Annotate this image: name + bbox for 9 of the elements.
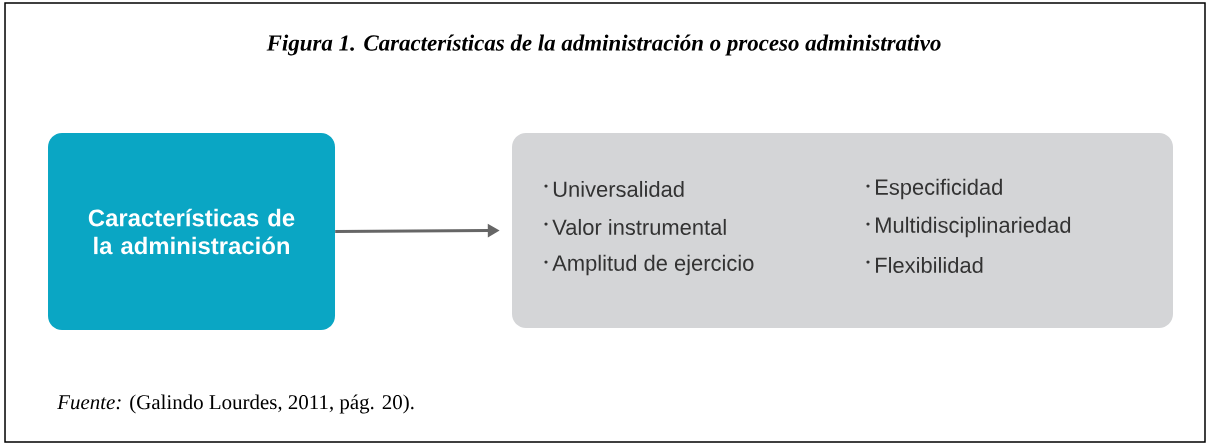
list-item: Multidisciplinariedad (866, 216, 1071, 238)
list-item: Especificidad (866, 178, 1002, 200)
list-item: Valor instrumental (544, 218, 726, 236)
list-item: Flexibilidad (866, 256, 983, 274)
source-note: Fuente: (Galindo Lourdes, 2011, pág. 20). (57, 394, 414, 414)
list-item: Universalidad (544, 180, 684, 198)
list-item: Amplitud de ejercicio (544, 254, 754, 276)
figure-title: Figura 1. Características de la administración o proceso administrativo (266, 34, 941, 56)
heading-box: Características de la administración (48, 133, 335, 330)
